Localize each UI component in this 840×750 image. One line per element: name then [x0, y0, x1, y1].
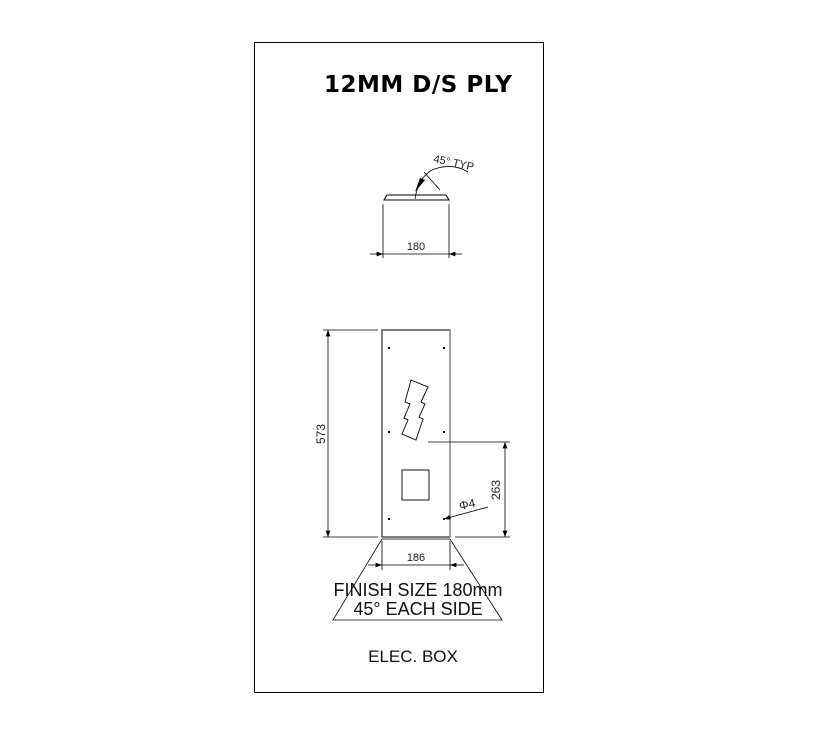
finish-note-line1: FINISH SIZE 180mm [333, 580, 503, 600]
drawing-caption: ELEC. BOX [368, 647, 458, 666]
front-view: 573 263 Φ4 186 [314, 329, 510, 621]
top-view: 180 45° TYP [370, 153, 475, 258]
drawing-border [254, 42, 544, 693]
switch-cutout [401, 379, 429, 441]
socket-cutout [401, 469, 430, 501]
finish-note-callout [332, 538, 503, 621]
bottom-width-dim: 186 [407, 552, 425, 564]
finish-note-line2: 45° EACH SIDE [353, 599, 483, 619]
height-dim: 573 [314, 424, 328, 444]
offset-dim: 263 [489, 480, 503, 500]
hole-dim: Φ4 [458, 496, 477, 513]
angle-label: 45° TYP [432, 153, 474, 173]
top-width-dim: 180 [407, 241, 425, 253]
drawing-title: 12MM D/S PLY [324, 72, 513, 98]
